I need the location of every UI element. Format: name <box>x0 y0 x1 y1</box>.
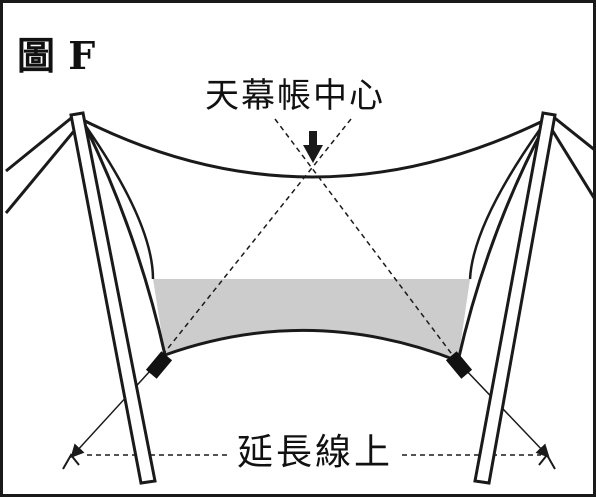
guy-line-left-lower <box>4 124 81 214</box>
tarp-center-label: 天幕帳中心 <box>201 79 389 113</box>
tarp-drawing <box>4 111 593 485</box>
extension-line-left <box>70 358 162 458</box>
stake-right-icon <box>538 453 556 470</box>
arrow-down-icon <box>303 131 323 163</box>
pole-left <box>69 111 157 485</box>
figure-label: 圖 F <box>17 33 96 78</box>
tarp-upper-edge <box>80 117 548 179</box>
tarp-right-outer-edge <box>468 124 545 280</box>
stake-left-icon <box>62 453 80 470</box>
tarp-left-outer-edge <box>83 124 155 280</box>
tarp-left-inner-edge <box>81 120 167 356</box>
extension-line-label: 延長線上 <box>231 435 400 471</box>
guy-line-right-upper <box>550 113 593 151</box>
tarp-lower-panel <box>153 279 470 361</box>
pole-right <box>473 111 557 485</box>
center-diagonal-right <box>160 118 352 358</box>
guy-line-left-upper <box>5 113 76 173</box>
tarp-right-inner-edge <box>456 120 549 362</box>
corner-anchor-icon <box>145 351 173 379</box>
center-diagonal-left <box>274 118 464 370</box>
corner-anchor-icon <box>445 351 473 379</box>
extension-line-right <box>462 366 550 458</box>
guy-line-right-lower <box>547 124 593 200</box>
tarp-lower-edge <box>164 329 459 363</box>
